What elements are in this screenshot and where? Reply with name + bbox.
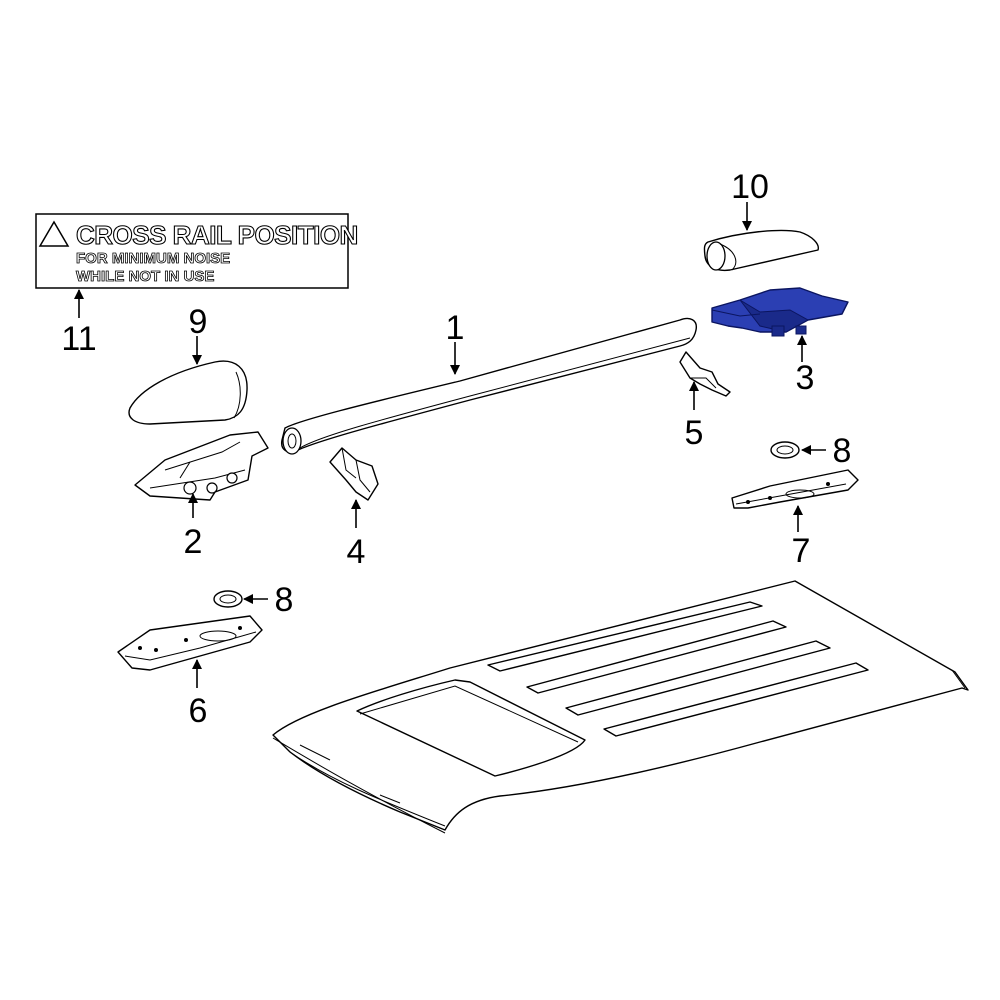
- callout-7: 7: [792, 532, 811, 570]
- rear-support-part: [711, 287, 849, 337]
- bracket-part: [329, 447, 379, 501]
- callout-5: 5: [685, 414, 704, 452]
- warning-label-line3: WHILE NOT IN USE: [76, 268, 214, 285]
- clip-part: [679, 351, 731, 397]
- roof-panel: [272, 580, 969, 834]
- callout-6: 6: [189, 692, 208, 730]
- callout-2: 2: [184, 523, 203, 561]
- warning-label-line1: CROSS RAIL POSITION: [76, 220, 358, 250]
- callout-8: 8: [833, 432, 852, 470]
- front-support-part: [134, 431, 269, 501]
- side-rail-part: [281, 317, 697, 455]
- callout-8: 8: [275, 581, 294, 619]
- callout-numbers: 1 2 3 4 5 6 7 8 8 9 10 11: [61, 168, 851, 730]
- warning-label-line2: FOR MINIMUM NOISE: [76, 250, 230, 267]
- front-cover-part: [128, 360, 248, 425]
- callout-10: 10: [731, 168, 769, 206]
- rear-base-part: [731, 469, 859, 509]
- warning-label: CROSS RAIL POSITION FOR MINIMUM NOISE WH…: [35, 213, 359, 289]
- callout-4: 4: [347, 533, 366, 571]
- rear-cover-part: [703, 229, 819, 272]
- warning-triangle-icon: [38, 220, 70, 247]
- callout-11: 11: [61, 320, 96, 358]
- front-base-part: [117, 615, 263, 671]
- callout-9: 9: [189, 303, 208, 341]
- callout-3: 3: [796, 359, 815, 397]
- washer-part: [770, 441, 800, 459]
- leader-arrows: [74, 202, 826, 688]
- callout-1: 1: [446, 309, 465, 347]
- washer-part: [213, 590, 243, 608]
